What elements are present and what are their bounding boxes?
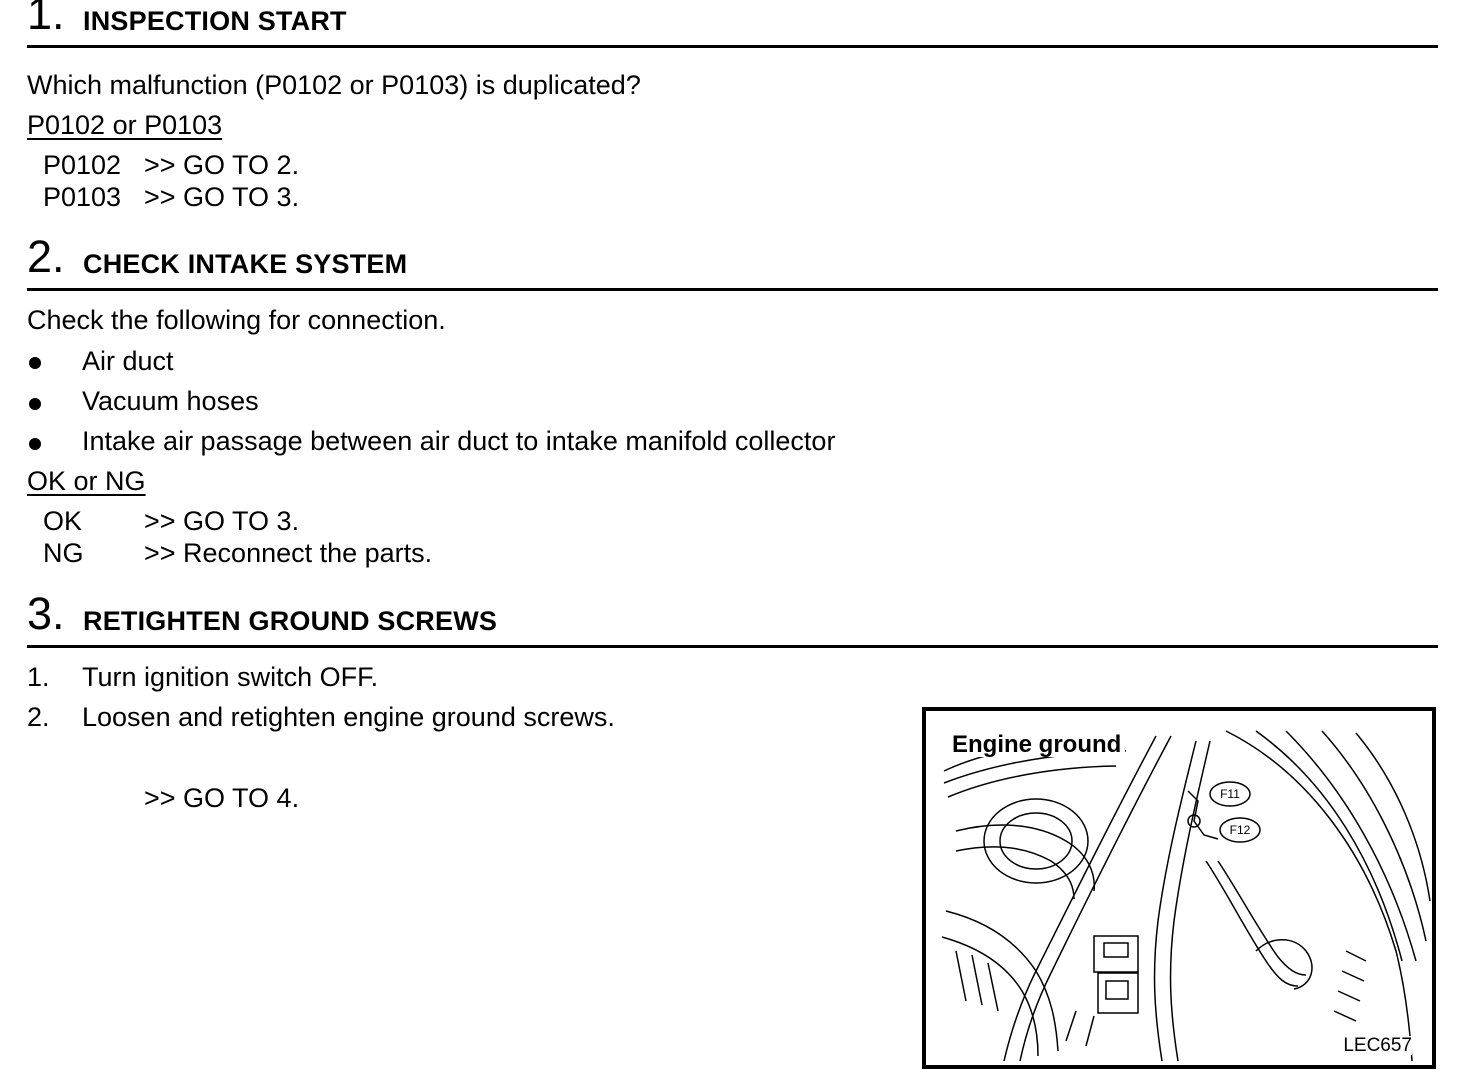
engine-bay-drawing: F11 F12 [941,730,1431,1062]
step-1-choice-heading: P0102 or P0103 [27,110,223,140]
bullet-dot [29,398,41,410]
connector-callout-f11 [1209,781,1251,807]
bullet-item: Intake air passage between air duct to i… [82,426,836,456]
bullet-dot [29,357,41,369]
step-1-question: Which malfunction (P0102 or P0103) is du… [27,70,641,100]
step-1-title: INSPECTION START [83,6,347,36]
step-2-outcome-action: >> Reconnect the parts. [144,538,433,568]
step-3-item-number: 1. [27,662,50,692]
step-2-intro: Check the following for connection. [27,305,446,335]
bullet-dot [29,438,41,450]
step-1-outcome-action: >> GO TO 2. [144,150,300,180]
step-3-item-text: Turn ignition switch OFF. [82,662,379,692]
figure-caption: Engine ground [948,733,1126,757]
step-2-outcome-action: >> GO TO 3. [144,506,300,536]
step-1-outcome-key: P0103 [43,182,122,212]
connector-label-f12: F12 [1230,823,1251,837]
engine-ground-illustration: F11 F12 Engine ground LEC657 [922,707,1436,1069]
step-3-item-text: Loosen and retighten engine ground screw… [82,702,615,732]
step-2-number: 2. [27,231,65,282]
connector-callout-f12 [1219,817,1261,843]
step-1-outcome-key: P0102 [43,150,122,180]
figure-code: LEC657 [1343,1035,1412,1056]
step-2-outcome-key: OK [43,506,83,536]
step-3-item-number: 2. [27,702,50,732]
section-3-heading: 3. RETIGHTEN GROUND SCREWS [27,591,1438,648]
section-2-heading: 2. CHECK INTAKE SYSTEM [27,234,1438,291]
bullet-item: Vacuum hoses [82,386,259,416]
step-3-next: >> GO TO 4. [144,783,300,813]
step-3-number: 3. [27,588,65,639]
bullet-item: Air duct [82,346,174,376]
step-2-title: CHECK INTAKE SYSTEM [83,249,408,279]
section-1-heading: 1. INSPECTION START [27,0,1438,48]
connector-label-f11: F11 [1220,787,1240,801]
step-1-number: 1. [27,0,65,39]
step-3-title: RETIGHTEN GROUND SCREWS [83,606,498,636]
step-2-outcome-key: NG [43,538,84,568]
step-1-outcome-action: >> GO TO 3. [144,182,300,212]
step-2-choice-heading: OK or NG [27,466,146,496]
